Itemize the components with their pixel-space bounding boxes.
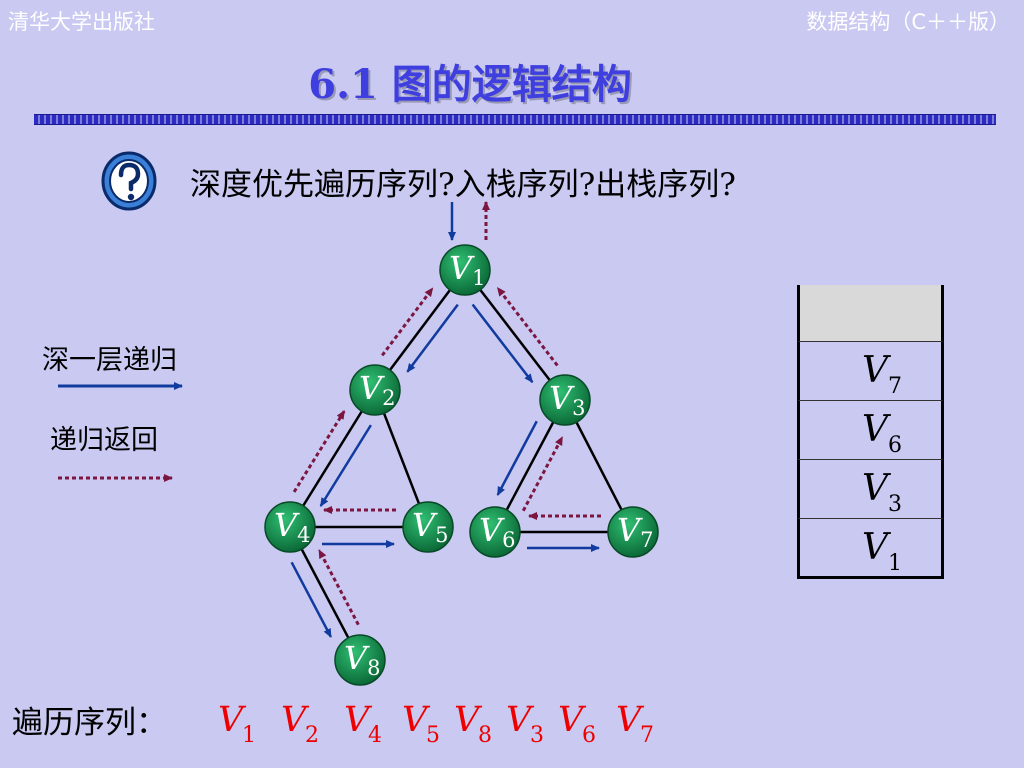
stack-cell-subscript: 3 — [888, 492, 902, 517]
node-label: V7 — [617, 511, 653, 552]
graph-node-v3: V3 — [539, 374, 591, 426]
stack-cell: V 7 — [797, 342, 944, 401]
return-arrow — [292, 410, 346, 493]
traversal-subscript: 7 — [640, 723, 654, 748]
graph-node-v8: V8 — [334, 634, 386, 686]
stack-cell-subscript: 7 — [888, 374, 902, 399]
return-arrow — [496, 286, 559, 367]
traversal-subscript: 5 — [426, 723, 440, 748]
traversal-subscript: 8 — [478, 723, 492, 748]
stack-cell: V 6 — [797, 401, 944, 460]
stack-diagram: V 7 V 6 V 3 V 1 — [797, 285, 944, 579]
node-label: V8 — [344, 639, 380, 680]
recursion-arrow — [290, 561, 332, 638]
traversal-letter: V — [218, 700, 244, 740]
slide-title: 6.1 图的逻辑结构 — [308, 61, 632, 108]
recursion-arrow — [319, 424, 372, 507]
traversal-letter: V — [506, 700, 532, 740]
graph-edge — [464, 269, 566, 401]
traversal-letter: V — [281, 700, 307, 740]
traversal-subscript: 4 — [368, 723, 382, 748]
legend-recursion-label: 深一层递归 — [42, 345, 177, 376]
stack-cell-letter: V — [862, 350, 888, 391]
stack-cell-subscript: 1 — [888, 551, 902, 576]
graph-node-v4: V4 — [264, 501, 316, 553]
node-circle — [349, 364, 401, 416]
node-circle — [402, 501, 454, 553]
node-circle — [439, 244, 491, 296]
legend-return-label: 递归返回 — [50, 425, 158, 456]
graph-node-v2: V2 — [349, 364, 401, 416]
traversal-subscript: 2 — [305, 723, 319, 748]
recursion-arrow — [496, 420, 538, 496]
stack-cell: V 1 — [797, 519, 944, 579]
graph-node-v1: V1 — [439, 244, 491, 296]
node-circle — [607, 506, 659, 558]
node-label: V4 — [274, 506, 310, 547]
stack-cell-subscript: 6 — [888, 433, 902, 458]
stack-cell-letter: V — [862, 468, 888, 509]
title-divider — [34, 114, 996, 125]
traversal-subscript: 6 — [582, 723, 596, 748]
stack-cell-letter: V — [862, 409, 888, 450]
traversal-letter: V — [616, 700, 642, 740]
node-label: V1 — [449, 249, 485, 290]
traversal-label: 遍历序列： — [12, 705, 167, 741]
node-label: V6 — [479, 511, 515, 552]
return-arrow — [381, 287, 434, 357]
return-arrow — [521, 436, 564, 512]
traversal-letter: V — [558, 700, 584, 740]
return-arrow — [317, 549, 360, 626]
node-label: V2 — [359, 369, 395, 410]
stack-cell: V 3 — [797, 460, 944, 519]
node-circle — [469, 506, 521, 558]
question-text: 深度优先遍历序列?入栈序列?出栈序列? — [190, 167, 736, 203]
node-label: V5 — [412, 506, 448, 547]
course-name: 数据结构（C＋＋版） — [806, 10, 1010, 34]
node-circle — [264, 501, 316, 553]
graph-edge — [288, 389, 377, 528]
graph-node-v6: V6 — [469, 506, 521, 558]
graph-node-v5: V5 — [402, 501, 454, 553]
traversal-letter: V — [454, 700, 480, 740]
graph-node-v7: V7 — [607, 506, 659, 558]
question-mark-icon — [101, 151, 157, 211]
recursion-arrow — [471, 303, 534, 383]
traversal-subscript: 1 — [242, 723, 256, 748]
traversal-letter: V — [344, 700, 370, 740]
traversal-letter: V — [402, 700, 428, 740]
traversal-subscript: 3 — [530, 723, 544, 748]
stack-empty-top — [797, 285, 944, 342]
stack-cell-letter: V — [862, 527, 888, 568]
publisher-name: 清华大学出版社 — [8, 10, 155, 34]
recursion-arrow — [406, 303, 459, 373]
node-circle — [334, 634, 386, 686]
node-label: V3 — [549, 379, 585, 420]
node-circle — [539, 374, 591, 426]
